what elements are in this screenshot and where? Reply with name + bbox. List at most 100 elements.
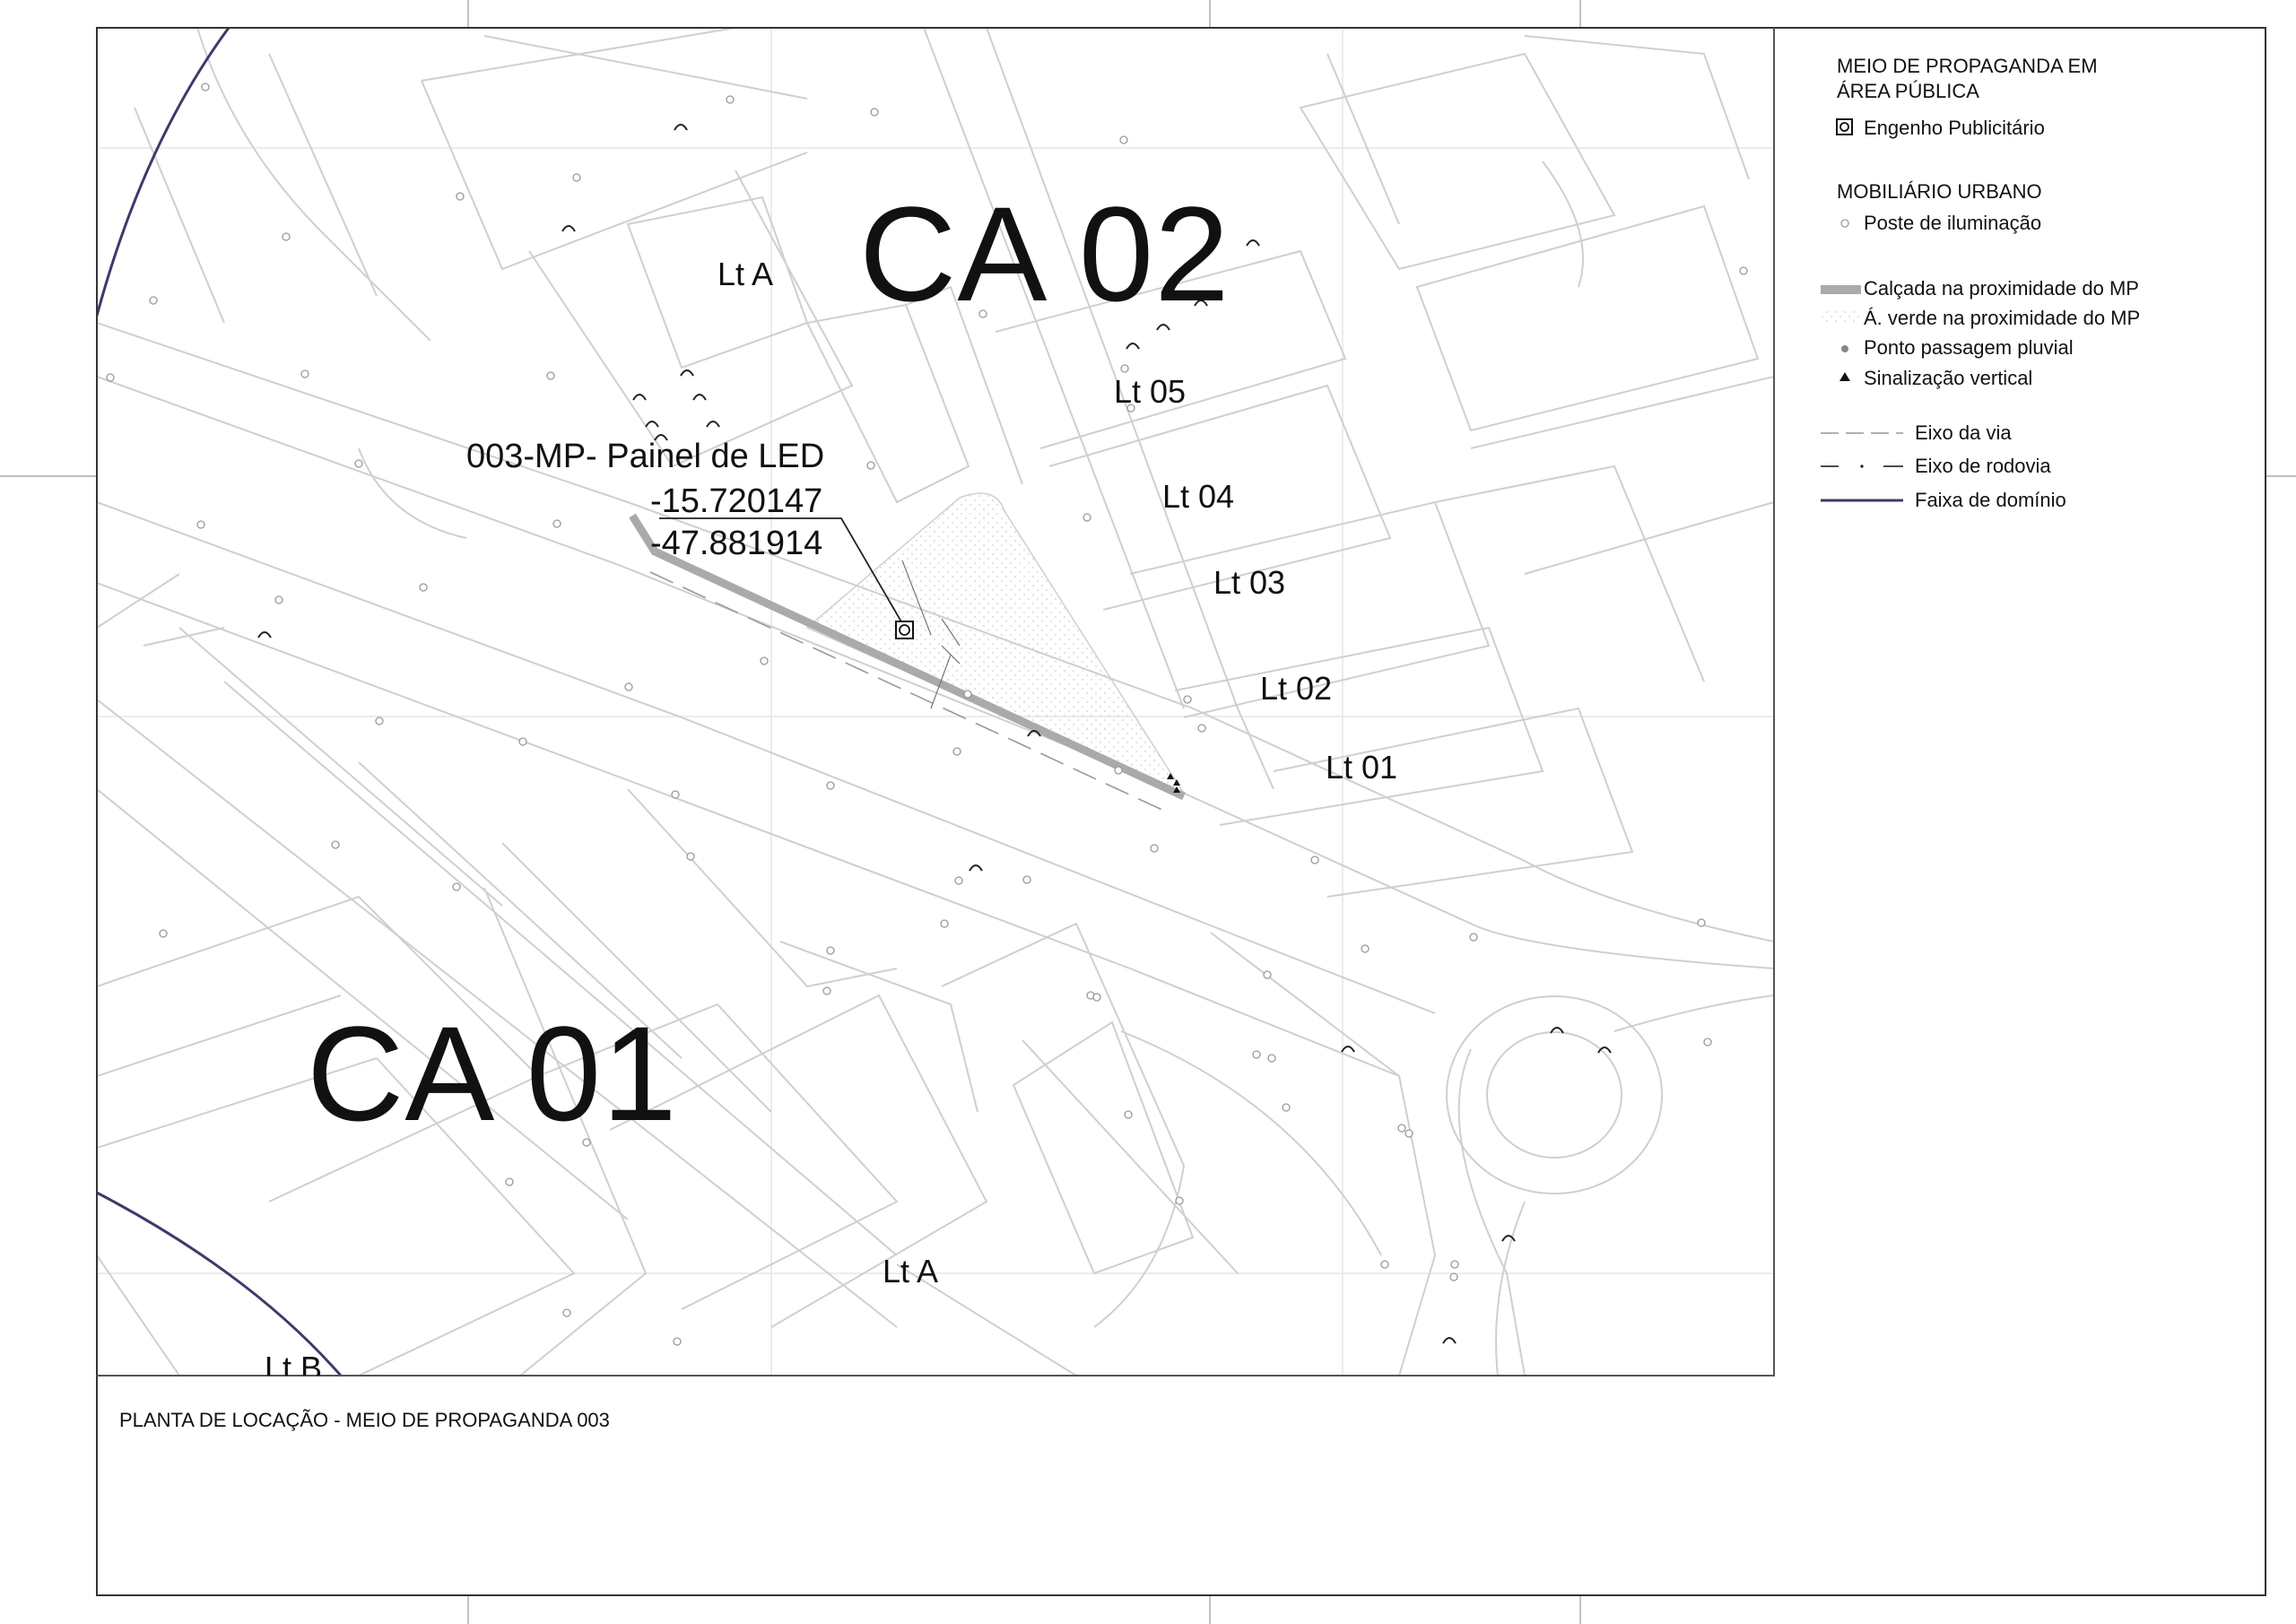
vertical-signs	[1167, 773, 1180, 793]
lot-label-lt-b: Lt B	[265, 1350, 323, 1376]
sidewalk	[629, 513, 1186, 801]
lighting-post-icon	[1449, 1272, 1458, 1281]
lighting-post-icon	[582, 1138, 591, 1147]
lighting-post-icon	[159, 929, 168, 938]
lighting-post-icon	[1119, 135, 1128, 144]
lighting-post-icon	[673, 1337, 682, 1346]
green-area	[805, 492, 1186, 795]
lighting-post-icon	[572, 173, 581, 182]
pluvial-point-icon	[1550, 1027, 1564, 1034]
pluvial-point-icon	[1126, 343, 1140, 350]
lighting-post-icon	[505, 1177, 514, 1186]
lot-label-lt-05: Lt 05	[1114, 373, 1187, 410]
lighting-post-icon	[274, 595, 283, 604]
lighting-post-icon	[624, 682, 633, 691]
sheet-frame	[96, 27, 2266, 1596]
media-point-label[interactable]: 003-MP- Painel de LED	[466, 438, 825, 475]
pluvial-point-icon	[680, 369, 694, 377]
lighting-post-icon	[866, 461, 875, 470]
lighting-post-icon	[518, 737, 527, 746]
lighting-post-icon	[1092, 993, 1101, 1002]
pluvial-point-icon	[645, 421, 659, 428]
lighting-posts	[106, 83, 1748, 1346]
media-point-latitude: -15.720147	[650, 482, 823, 520]
sheet-caption: PLANTA DE LOCAÇÃO - MEIO DE PROPAGANDA 0…	[119, 1409, 610, 1431]
lighting-post-icon	[1126, 404, 1135, 413]
lot-label-lt-04: Lt 04	[1162, 478, 1235, 515]
base-linework	[97, 28, 1774, 1376]
lighting-post-icon	[331, 840, 340, 849]
lighting-post-icon	[452, 882, 461, 891]
lighting-post-icon	[375, 716, 384, 725]
media-point-longitude: -47.881914	[650, 525, 823, 562]
zone-label-ca01: CA 01	[307, 998, 678, 1149]
zone-label-ca02: CA 02	[859, 178, 1231, 329]
lighting-post-icon	[1282, 1103, 1291, 1112]
lighting-post-icon	[952, 747, 961, 756]
lot-label-lt-b-clip: Lt B	[260, 1350, 368, 1376]
legend-title-mobiliario: MOBILIÁRIO URBANO	[1837, 180, 2042, 203]
lighting-post-icon	[726, 95, 735, 104]
legend-poste: Poste de iluminação	[1864, 212, 2042, 234]
pluvial-point-icon	[969, 864, 983, 872]
pluvial-points	[257, 124, 1612, 1344]
road-axis	[649, 571, 1167, 812]
lighting-post-icon	[940, 919, 949, 928]
pluvial-point-icon	[1501, 1235, 1516, 1242]
pluvial-point-icon	[706, 421, 720, 428]
dimension-lines	[901, 560, 961, 709]
lighting-post-icon	[760, 656, 769, 665]
lot-label-lt-a-top: Lt A	[718, 256, 774, 292]
lighting-post-icon	[1197, 724, 1206, 733]
lighting-post-icon	[1361, 944, 1370, 953]
lighting-post-icon	[1252, 1050, 1261, 1059]
lighting-post-icon	[1739, 266, 1748, 275]
lighting-post-icon	[1703, 1038, 1712, 1046]
legend-calcada: Calçada na proximidade do MP	[1864, 277, 2139, 300]
pluvial-point-icon	[1597, 1046, 1612, 1054]
lighting-post-icon	[1397, 1124, 1406, 1133]
lighting-post-icon	[1175, 1196, 1184, 1205]
legend-area-verde: Á. verde na proximidade do MP	[1864, 307, 2141, 329]
lighting-post-icon	[1124, 1110, 1133, 1119]
lighting-post-icon	[826, 781, 835, 790]
pluvial-point-icon	[257, 631, 272, 638]
lighting-post-icon	[826, 946, 835, 955]
lighting-post-icon	[1150, 844, 1159, 853]
legend-eixo-via: Eixo da via	[1915, 421, 2012, 444]
legend-engenho: Engenho Publicitário	[1864, 117, 2045, 139]
lighting-post-icon	[1083, 513, 1091, 522]
lighting-post-icon	[456, 192, 465, 201]
pluvial-point-icon	[674, 124, 688, 131]
pluvial-point-icon	[1027, 730, 1041, 737]
lighting-post-icon	[686, 852, 695, 861]
lighting-post-icon	[552, 519, 561, 528]
lighting-post-icon	[282, 232, 291, 241]
lighting-post-icon	[1405, 1129, 1413, 1138]
lighting-post-icon	[1469, 933, 1478, 942]
lighting-post-icon	[1380, 1260, 1389, 1269]
lighting-post-icon	[419, 583, 428, 592]
lighting-post-icon	[671, 790, 680, 799]
legend-sinalizacao: Sinalização vertical	[1864, 367, 2033, 389]
lighting-post-icon	[1310, 855, 1319, 864]
map-area	[97, 28, 1774, 1376]
lighting-post-icon	[1267, 1054, 1276, 1063]
lighting-post-icon	[1263, 970, 1272, 979]
lighting-post-icon	[1450, 1260, 1459, 1269]
pluvial-point-icon	[1194, 300, 1208, 307]
lighting-post-icon	[1120, 364, 1129, 373]
lighting-post-icon	[870, 108, 879, 117]
lot-label-lt-03: Lt 03	[1213, 564, 1286, 601]
lighting-post-icon	[354, 459, 363, 468]
legend-eixo-rodovia: Eixo de rodovia	[1915, 455, 2051, 477]
engenho-publicitario-icon[interactable]	[895, 621, 914, 639]
lighting-post-icon	[546, 371, 555, 380]
pluvial-point-icon	[692, 394, 707, 401]
lighting-post-icon	[196, 520, 205, 529]
lighting-post-icon	[300, 369, 309, 378]
lot-label-lt-a-bottom: Lt A	[883, 1253, 939, 1290]
domain-boundary	[97, 28, 343, 1376]
pluvial-point-icon	[654, 434, 668, 441]
